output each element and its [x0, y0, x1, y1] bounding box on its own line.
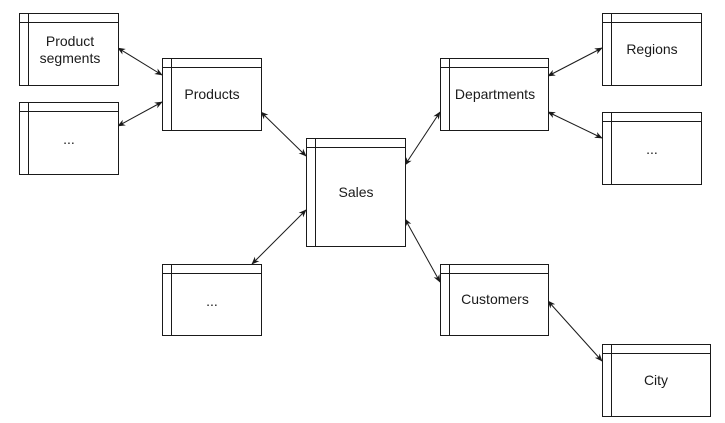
table-box: [19, 102, 119, 175]
table-node-sales[interactable]: Sales: [306, 138, 406, 247]
table-label: City: [644, 372, 668, 388]
table-box: [19, 13, 119, 86]
table-node-regions[interactable]: Regions: [602, 13, 702, 86]
table-label: Product: [46, 33, 94, 49]
table-box: [440, 58, 549, 131]
table-node-products-more[interactable]: ...: [19, 102, 119, 175]
relationship-edge-departments-regions[interactable]: [547, 47, 603, 77]
table-node-departments[interactable]: Departments: [440, 58, 549, 131]
relationship-edge-products-sales[interactable]: [260, 111, 307, 157]
table-label: Products: [184, 86, 239, 102]
table-label: Departments: [455, 86, 535, 102]
table-box: [162, 58, 262, 131]
table-node-customers[interactable]: Customers: [440, 264, 549, 336]
table-box: [440, 264, 549, 336]
table-box: [602, 344, 711, 417]
relationship-edge-departments-departments-more[interactable]: [547, 111, 603, 139]
table-node-products[interactable]: Products: [162, 58, 262, 131]
table-node-departments-more[interactable]: ...: [602, 112, 702, 185]
table-box: [602, 13, 702, 86]
edges-layer: [117, 47, 603, 362]
relationship-edge-products-more-products[interactable]: [117, 101, 163, 127]
table-label: ...: [206, 293, 218, 309]
table-label: Sales: [338, 184, 373, 200]
relationship-edge-sales-more-sales[interactable]: [251, 209, 307, 265]
relationship-edge-customers-city[interactable]: [547, 300, 603, 362]
table-label: ...: [646, 141, 658, 157]
relationship-edge-product-segments-products[interactable]: [117, 47, 163, 76]
table-box: [306, 138, 406, 247]
relationship-edge-departments-sales[interactable]: [404, 111, 441, 166]
relationship-edge-sales-customers[interactable]: [404, 218, 441, 283]
table-label: Customers: [461, 291, 529, 307]
table-node-sales-more[interactable]: ...: [162, 264, 262, 336]
table-label: segments: [40, 50, 101, 66]
table-box: [162, 264, 262, 336]
table-node-city[interactable]: City: [602, 344, 711, 417]
table-label: ...: [63, 131, 75, 147]
table-box: [602, 112, 702, 185]
table-label: Regions: [626, 41, 677, 57]
